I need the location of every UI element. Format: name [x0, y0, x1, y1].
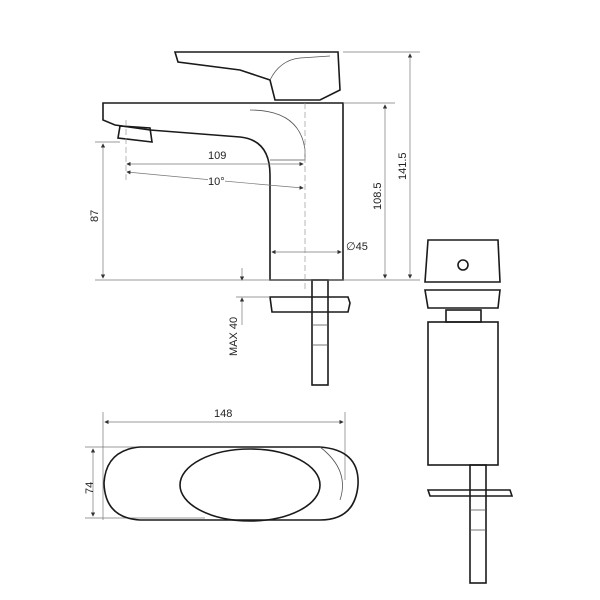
top-view	[103, 446, 359, 522]
dim-top-length: 148	[214, 408, 233, 420]
handle-front	[424, 239, 501, 283]
dim-max-deck: MAX 40	[228, 316, 240, 356]
dim-spout-angle: 10°	[208, 176, 225, 188]
dim-spout-reach: 109	[208, 150, 227, 162]
dim-body-diameter: ∅45	[346, 241, 368, 253]
threaded-rod	[311, 279, 329, 386]
front-view	[424, 239, 514, 584]
dim-spout-height: 87	[89, 209, 101, 222]
mounting-plate	[269, 296, 351, 313]
dim-body-height: 108.5	[372, 182, 384, 210]
side-view	[102, 51, 351, 386]
lever-handle	[173, 51, 341, 101]
dim-top-width: 74	[84, 481, 96, 494]
dim-total-height: 141.5	[397, 152, 409, 180]
aerator	[117, 125, 153, 143]
spout-body	[102, 102, 344, 281]
